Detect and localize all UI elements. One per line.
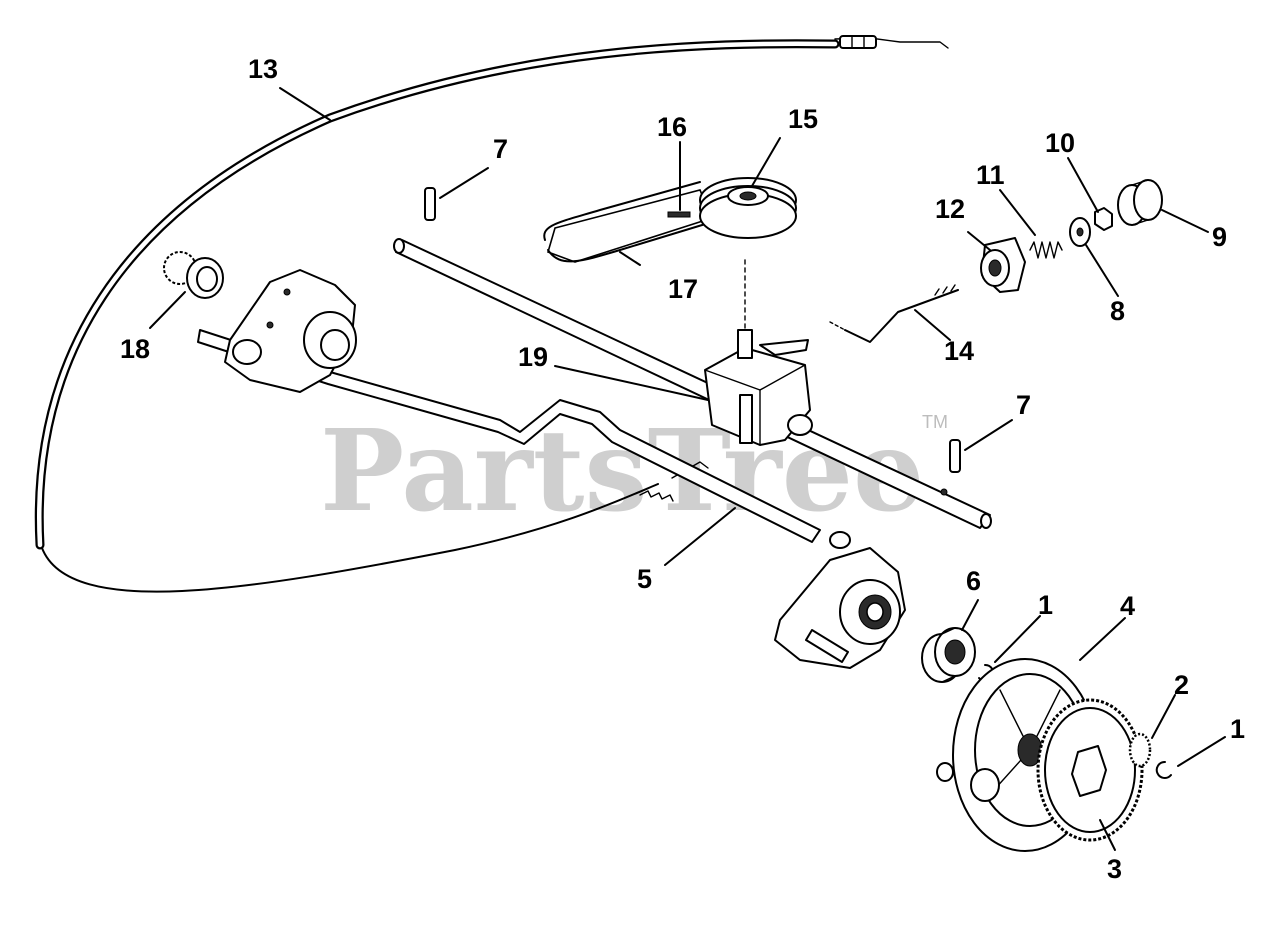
callout-9: 9 xyxy=(1212,222,1227,252)
callout-8: 8 xyxy=(1110,296,1125,326)
roll-pin-lower[interactable] xyxy=(949,439,961,473)
right-bracket[interactable] xyxy=(774,531,906,669)
wheel-bearing[interactable] xyxy=(921,627,976,683)
lower-shaft[interactable] xyxy=(197,329,821,543)
cap[interactable] xyxy=(1117,179,1163,226)
roll-pin-upper[interactable] xyxy=(424,187,436,221)
shift-bracket[interactable] xyxy=(980,237,1026,293)
drive-gear[interactable] xyxy=(1036,698,1144,842)
callout-7-lower: 7 xyxy=(1016,390,1031,420)
pinion-gear[interactable] xyxy=(1128,732,1152,768)
left-bracket[interactable] xyxy=(224,269,357,393)
leader-lines xyxy=(149,87,1226,851)
watermark-text: PartsTree xyxy=(320,406,924,537)
shift-rod[interactable] xyxy=(829,284,959,343)
washer[interactable] xyxy=(1069,217,1091,247)
control-cable[interactable] xyxy=(34,35,949,593)
callout-2: 2 xyxy=(1174,670,1189,700)
callout-13: 13 xyxy=(248,54,278,84)
retaining-clip-outer[interactable] xyxy=(1155,760,1172,779)
spring[interactable] xyxy=(1029,241,1063,259)
nut[interactable] xyxy=(1094,207,1113,231)
callout-19: 19 xyxy=(518,342,548,372)
callout-3: 3 xyxy=(1107,854,1122,884)
callout-11: 11 xyxy=(976,160,1005,190)
callout-12: 12 xyxy=(935,194,965,224)
callout-4: 4 xyxy=(1120,591,1135,621)
bushing[interactable] xyxy=(163,251,224,299)
callout-16: 16 xyxy=(657,112,687,142)
watermark: PartsTree TM xyxy=(320,406,948,537)
callout-7-upper: 7 xyxy=(493,134,508,164)
transmission-housing[interactable] xyxy=(704,259,813,446)
watermark-trademark: TM xyxy=(922,412,948,432)
shaft-key[interactable] xyxy=(667,211,691,218)
pulley-belt[interactable] xyxy=(543,177,797,263)
callout-1-inner: 1 xyxy=(1038,590,1053,620)
callout-15: 15 xyxy=(788,104,818,134)
callout-1-outer: 1 xyxy=(1230,714,1245,744)
callout-14: 14 xyxy=(944,336,974,366)
callout-labels: 13 7 16 15 17 18 19 11 10 9 12 8 14 7 5 … xyxy=(120,54,1245,884)
callout-18: 18 xyxy=(120,334,150,364)
callout-6: 6 xyxy=(966,566,981,596)
callout-5: 5 xyxy=(637,564,652,594)
callout-17: 17 xyxy=(668,274,698,304)
callout-10: 10 xyxy=(1045,128,1075,158)
